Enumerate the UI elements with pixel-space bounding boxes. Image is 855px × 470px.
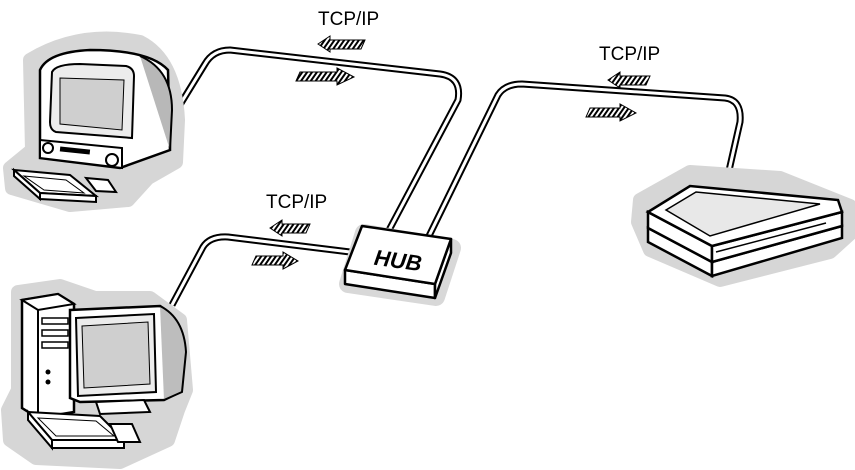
flatbed-scanner-icon [631,165,855,287]
arrow-left-icon [269,219,311,237]
protocol-label: TCP/IP [318,9,379,30]
cable-top-computer-to-hub [175,46,463,234]
link-right: TCP/IP [585,44,660,122]
desktop-tower-computer-icon [1,279,193,469]
arrow-right-icon [295,67,356,86]
hub-device: HUB [339,224,461,306]
cable-hub-to-scanner [424,80,744,240]
all-in-one-computer-icon [3,31,185,212]
link-top-left: TCP/IP [295,9,379,86]
arrow-right-icon [251,251,300,270]
arrow-left-icon [317,35,366,53]
cable-bottom-computer-to-hub [168,233,351,307]
protocol-label: TCP/IP [266,192,327,213]
protocol-label: TCP/IP [599,44,660,65]
arrow-right-icon [585,103,638,122]
link-bottom-left: TCP/IP [251,192,327,270]
arrow-left-icon [607,71,651,89]
